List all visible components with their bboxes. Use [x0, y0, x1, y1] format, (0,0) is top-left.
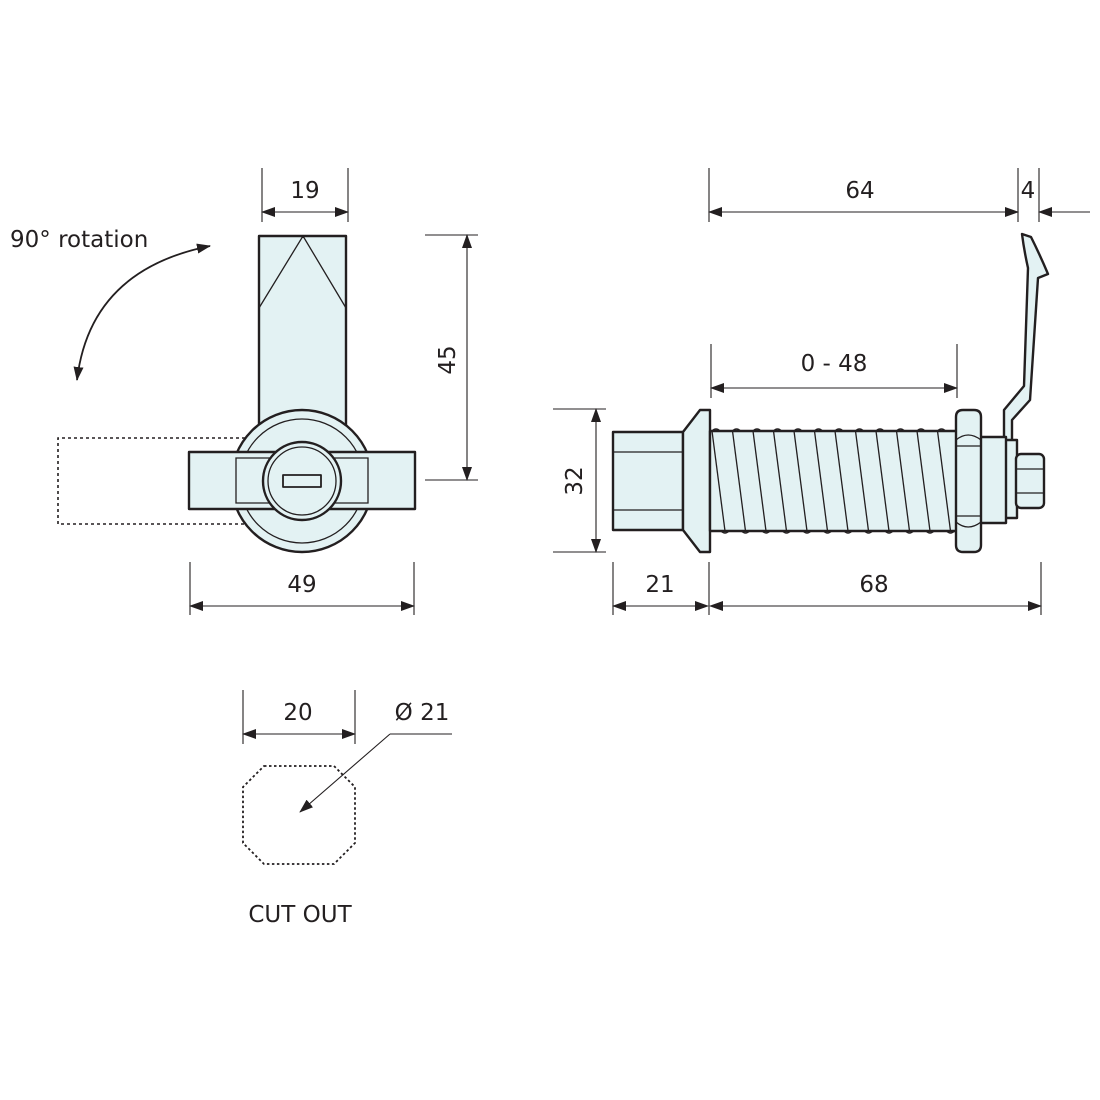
dim-front-top-width: 19	[290, 178, 319, 204]
rear-screw-head	[1014, 452, 1046, 510]
spacer-washer	[978, 435, 1008, 525]
lock-flange	[681, 408, 712, 554]
side-view: 64 4 0 - 48 32 21 68	[553, 168, 1090, 615]
dim-side-grip-range: 0 - 48	[801, 351, 868, 377]
rotation-arrow-icon	[73, 243, 211, 381]
dim-cutout-width: 20	[283, 700, 312, 726]
dim-side-body-length: 68	[859, 572, 888, 598]
keyhole-slot-icon	[282, 474, 322, 488]
dim-side-head-length: 21	[645, 572, 674, 598]
cutout-view: 20 Ø 21 CUT OUT	[242, 690, 452, 928]
dim-side-overall: 64	[845, 178, 874, 204]
rotation-label: 90° rotation	[10, 227, 148, 253]
cutout-outline	[242, 765, 356, 865]
dim-side-head-height: 32	[562, 466, 588, 495]
cam-tongue	[257, 234, 348, 438]
cutout-label: CUT OUT	[248, 902, 352, 928]
dim-front-bottom-width: 49	[287, 572, 316, 598]
dim-side-cam-thickness: 4	[1021, 178, 1036, 204]
dim-cutout-diameter: Ø 21	[395, 700, 450, 726]
rotated-cam-outline	[57, 437, 252, 525]
hex-nut	[954, 408, 983, 554]
cam-arm	[1002, 232, 1050, 458]
thread-lines	[711, 428, 955, 534]
dim-front-height: 45	[435, 345, 461, 374]
front-view: 19 45 49 90° rotation	[10, 168, 478, 615]
lock-head	[611, 430, 685, 532]
threaded-body	[708, 429, 962, 533]
